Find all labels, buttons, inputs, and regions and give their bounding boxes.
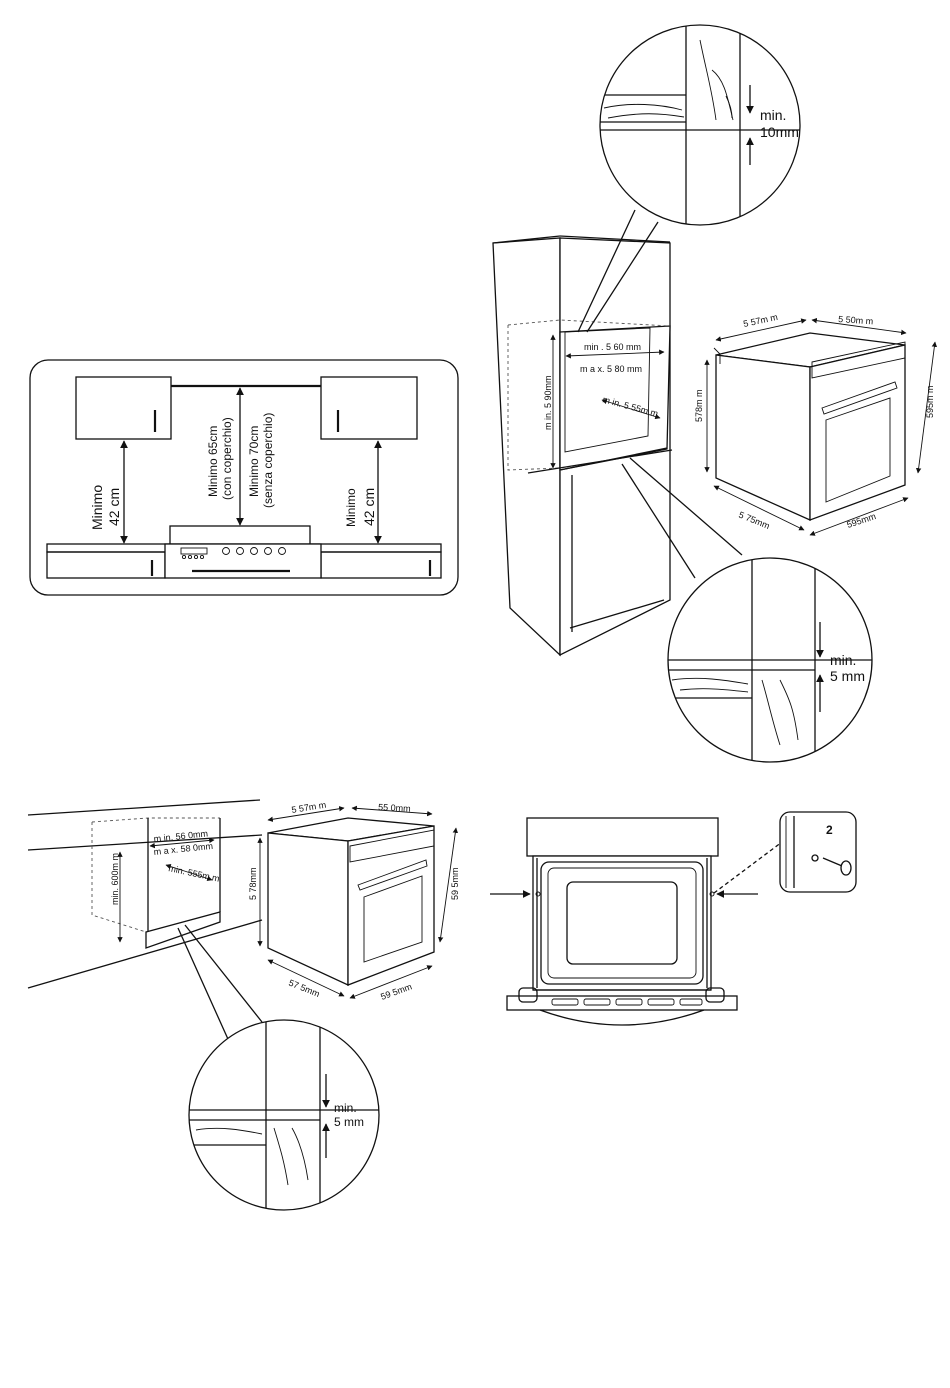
column-side [492, 237, 561, 657]
oven-perspective-under: 5 57m m 55 0mm 5 78mm 59 5mm 57 5mm 59 5… [248, 800, 460, 1002]
hob [169, 525, 311, 545]
screw-icon [840, 860, 852, 876]
hood-label-3: Minimo 70cm [247, 426, 261, 497]
niche-width-max: m a x. 5 80 mm [580, 364, 642, 374]
top-detail-circle [599, 24, 801, 226]
bottom-gap-min: min. [830, 652, 856, 668]
right-clearance-label: 42 cm [361, 488, 377, 526]
vent-slots [551, 998, 703, 1006]
uc-oven-top-depth: 5 57m m [291, 800, 327, 815]
right-min-label: Minimo [344, 488, 358, 527]
column-installation-panel: min . 5 60 mm m a x. 5 80 mm m in. 5 55m… [492, 24, 938, 763]
hood-label-4: (senza coperchio) [261, 413, 275, 508]
oven-side-height: 595m m [925, 385, 935, 418]
hood-clearance-panel: Minimo 42 cm Minimo 65cm (con coperchio)… [29, 359, 459, 596]
uc-oven-base-depth: 57 5mm [287, 978, 321, 999]
uc-oven-side-height: 59 5mm [450, 867, 460, 900]
uc-gap-value: 5 mm [334, 1115, 364, 1129]
oven-front-height: 578m m [694, 389, 704, 422]
niche-width-min: min . 5 60 mm [584, 342, 641, 352]
fixing-screw-callout [779, 811, 857, 893]
front-fixing-panel: 2 [490, 811, 857, 1026]
panel-frame [29, 359, 459, 596]
oven-perspective-column: 5 57m m 5 50m m 578m m 595m m 5 75mm 595… [694, 312, 938, 536]
oven-base-width: 595mm [846, 511, 878, 530]
oven-top-width: 5 50m m [838, 314, 874, 326]
bottom-gap-value: 5 mm [830, 668, 865, 684]
oven-base-rail [506, 995, 738, 1011]
uc-niche-width-max: m a x. 58 0mm [153, 841, 213, 857]
under-counter-panel: m in. 56 0mm m a x. 58 0mm min. 555m m m… [27, 799, 460, 1211]
control-knobs [181, 547, 286, 560]
left-wall-cabinet [75, 376, 172, 440]
left-clearance-label: 42 cm [106, 488, 122, 526]
oven-top-depth: 5 57m m [742, 312, 778, 329]
uc-oven-front-height: 5 78mm [248, 867, 258, 900]
niche-height: m in. 5 90mm [543, 375, 553, 430]
uc-oven-top-width: 55 0mm [378, 802, 411, 814]
callout-number: 2 [826, 823, 833, 837]
right-wall-cabinet [320, 376, 418, 440]
hood-label-1: Minimo 65cm [206, 426, 220, 497]
control-panel-top [526, 817, 719, 857]
oven-door-frame [532, 855, 712, 991]
uc-detail-circle [188, 1019, 380, 1211]
oven-base-depth: 5 75mm [737, 510, 771, 531]
top-gap-min: min. [760, 107, 786, 123]
left-min-label: Minimo [89, 485, 105, 530]
oven-niche [559, 325, 671, 471]
oven-window [566, 881, 678, 965]
top-gap-value: 10mm [760, 124, 799, 140]
uc-gap-min: min. [334, 1101, 357, 1115]
hood-label-2: (con coperchio) [220, 417, 234, 500]
uc-niche-height: min. 600m m [110, 853, 120, 905]
uc-niche-depth: min. 555m m [168, 863, 221, 884]
